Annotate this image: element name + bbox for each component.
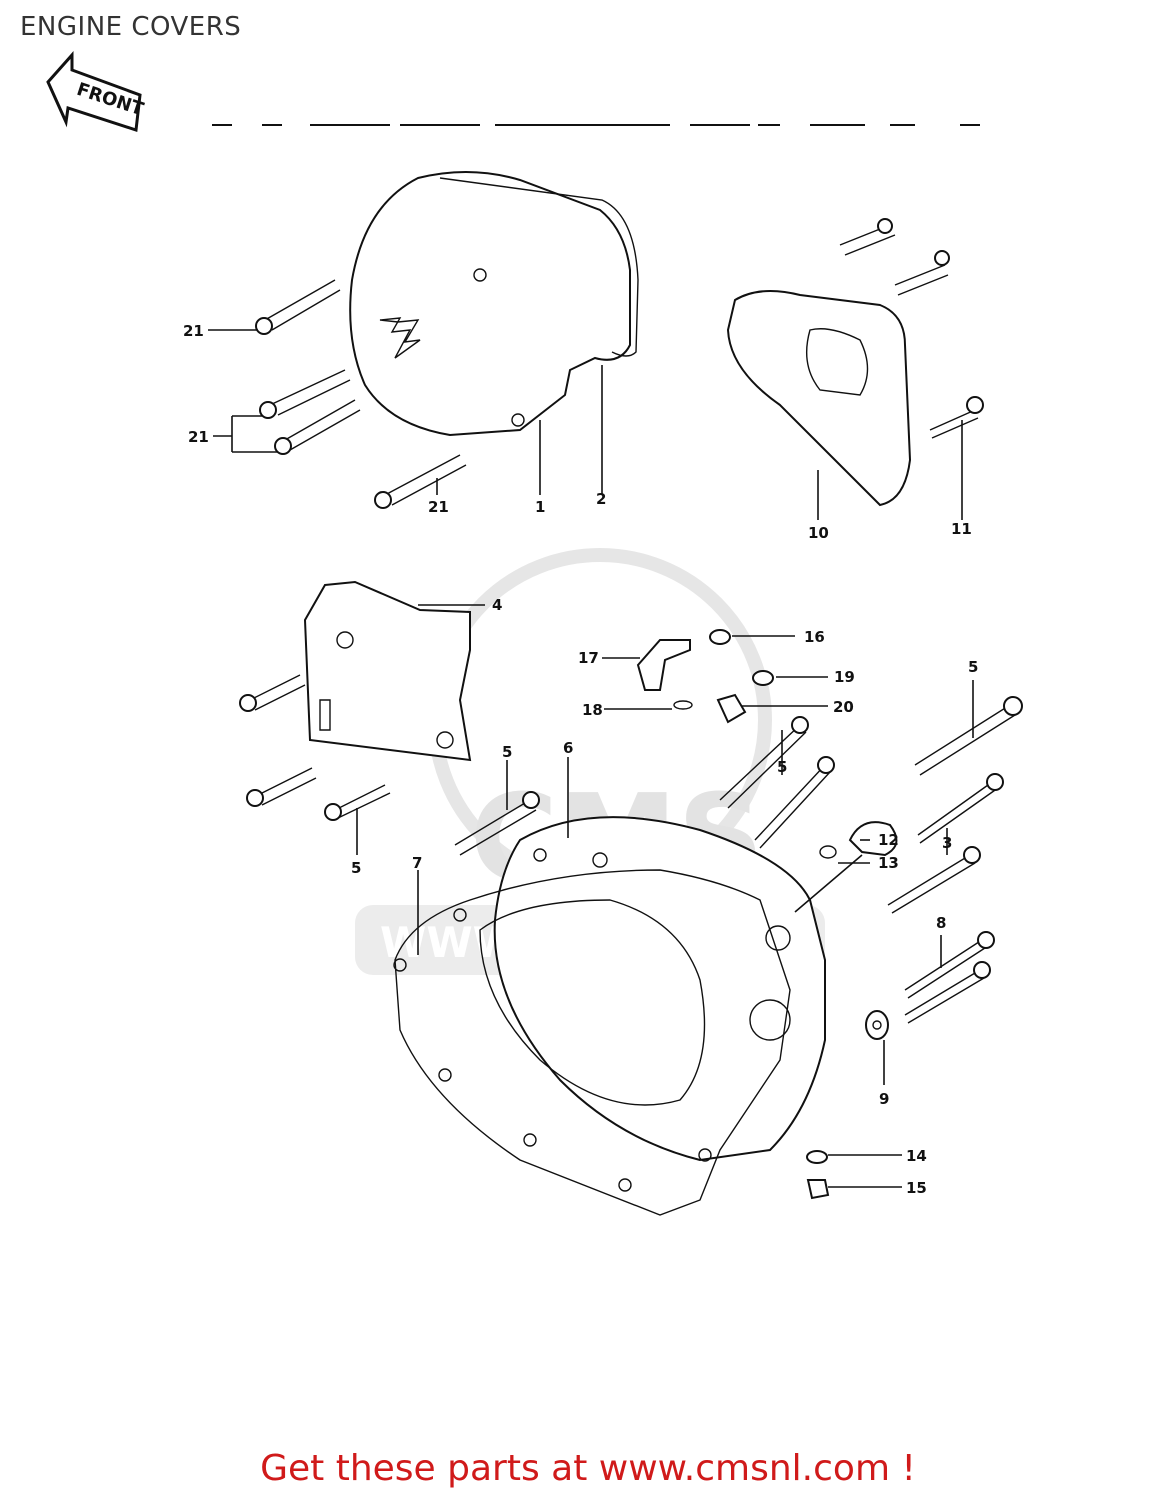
sprocket-cover bbox=[726, 218, 984, 507]
page-title: ENGINE COVERS bbox=[20, 12, 242, 42]
small-parts bbox=[454, 629, 1023, 1200]
callout-5d: 5 bbox=[351, 859, 361, 877]
callout-labels: 21 21 21 1 2 10 11 4 16 17 5 19 18 20 5 … bbox=[183, 322, 978, 1197]
left-engine-cover bbox=[349, 170, 639, 437]
callout-11: 11 bbox=[951, 520, 972, 538]
callout-6: 6 bbox=[563, 739, 573, 757]
callout-1: 1 bbox=[535, 498, 545, 516]
parts-diagram: CMS WWW.CMSNL.COM FRONT bbox=[46, 51, 1023, 1216]
cover-plate bbox=[239, 580, 472, 821]
callout-18: 18 bbox=[582, 701, 603, 719]
callout-14: 14 bbox=[906, 1147, 927, 1165]
callout-12: 12 bbox=[878, 831, 899, 849]
callout-20: 20 bbox=[833, 698, 854, 716]
callout-5c: 5 bbox=[777, 758, 787, 776]
callout-3: 3 bbox=[942, 834, 952, 852]
callout-21c: 21 bbox=[428, 498, 449, 516]
callout-21a: 21 bbox=[183, 322, 204, 340]
bolt-group-21 bbox=[255, 279, 467, 509]
callout-10: 10 bbox=[808, 524, 829, 542]
callout-9: 9 bbox=[879, 1090, 889, 1108]
callout-13: 13 bbox=[878, 854, 899, 872]
callout-2: 2 bbox=[596, 490, 606, 508]
leader-lines bbox=[208, 329, 974, 1188]
callout-16: 16 bbox=[804, 628, 825, 646]
callout-4: 4 bbox=[492, 596, 502, 614]
callout-7: 7 bbox=[412, 854, 422, 872]
front-arrow: FRONT bbox=[46, 51, 147, 132]
callout-17: 17 bbox=[578, 649, 599, 667]
callout-15: 15 bbox=[906, 1179, 927, 1197]
callout-8: 8 bbox=[936, 914, 946, 932]
footer-link[interactable]: Get these parts at www.cmsnl.com ! bbox=[260, 1448, 916, 1489]
callout-21b: 21 bbox=[188, 428, 209, 446]
callout-5b: 5 bbox=[502, 743, 512, 761]
right-engine-cover bbox=[393, 816, 826, 1216]
callout-5a: 5 bbox=[968, 658, 978, 676]
callout-19: 19 bbox=[834, 668, 855, 686]
